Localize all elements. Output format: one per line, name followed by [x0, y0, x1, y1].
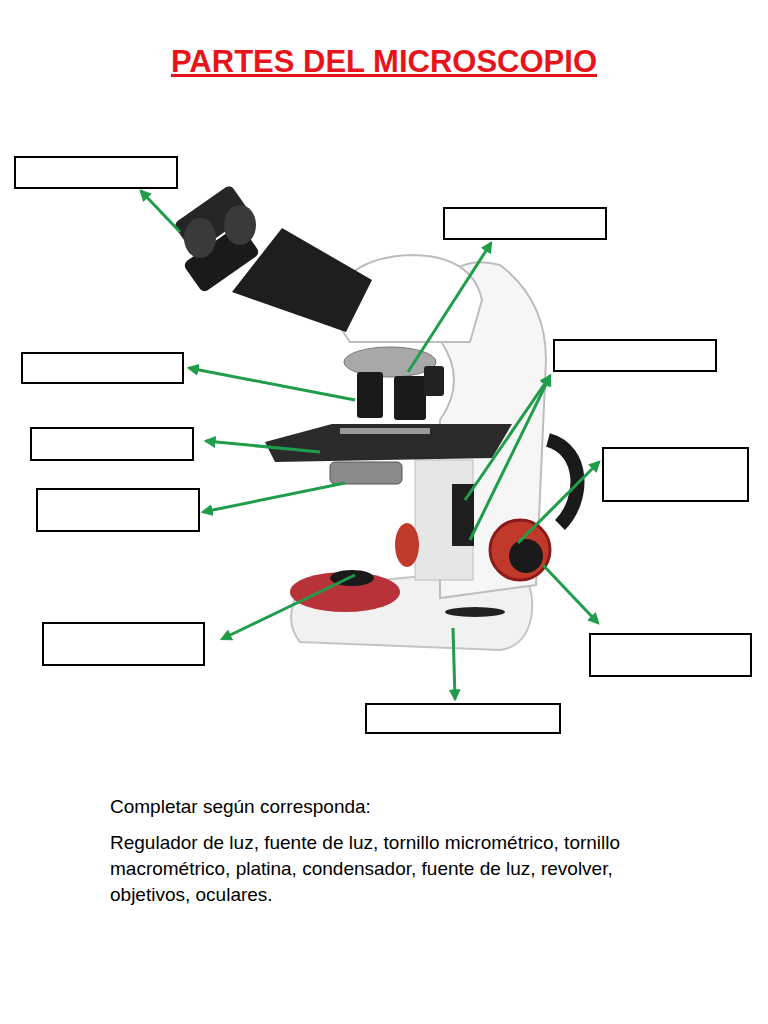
leader-arrows	[141, 191, 599, 699]
objective-lens	[394, 376, 426, 420]
objective-lens	[357, 372, 383, 418]
answer-boxes	[15, 157, 751, 733]
eyepiece-lens	[184, 218, 216, 258]
slide-clip	[340, 428, 430, 434]
stage-column	[415, 460, 473, 580]
word-list: Regulador de luz, fuente de luz, tornill…	[110, 830, 675, 909]
coarse-knob	[490, 520, 550, 580]
eyepieces	[161, 184, 273, 293]
stage	[265, 424, 512, 462]
power-cable	[548, 440, 577, 525]
fine-knob	[509, 539, 543, 573]
eyepiece-lens	[224, 205, 256, 245]
objective-lens	[424, 366, 444, 396]
base-slot	[445, 607, 505, 617]
instruction: Completar según corresponda:	[110, 795, 670, 820]
left-knob	[395, 523, 419, 567]
condenser	[330, 462, 402, 484]
page-title: PARTES DEL MICROSCOPIO	[0, 44, 768, 80]
